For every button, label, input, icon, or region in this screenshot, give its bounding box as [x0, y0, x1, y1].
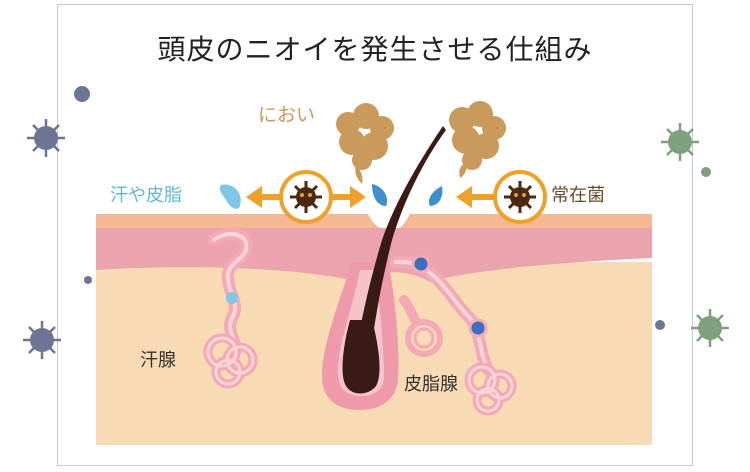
sweat-drop-icon — [428, 186, 443, 206]
virus-icon — [659, 121, 701, 163]
sweat-gland-coil — [203, 333, 258, 389]
bacteria-icon — [493, 170, 547, 224]
virus-icon — [701, 167, 711, 177]
dermis-layer — [96, 228, 652, 282]
sebaceous-gland-label: 皮脂腺 — [404, 374, 458, 395]
sebaceous-gland-dot — [411, 254, 431, 274]
virus-icon — [689, 307, 731, 349]
odor-cloud-icon — [336, 103, 394, 184]
virus-icon — [21, 319, 63, 361]
arrow-icon — [332, 186, 366, 208]
sebaceous-gland-dot — [468, 318, 488, 338]
virus-icon — [25, 117, 67, 159]
hair-shaft — [352, 126, 446, 380]
arrow-icon — [246, 186, 280, 208]
sebaceous-gland-coil — [464, 362, 517, 416]
virus-icon — [655, 320, 665, 330]
arrow-icon — [456, 186, 494, 208]
bacteria-icon — [279, 170, 333, 224]
epidermis-layer-left — [96, 214, 380, 228]
odor-cloud-icon — [449, 101, 506, 178]
sweat-gland-label: 汗腺 — [140, 350, 176, 371]
sebaceous-gland — [390, 254, 517, 416]
virus-icon — [74, 86, 90, 102]
virus-icon — [84, 276, 92, 284]
page-title: 頭皮のニオイを発生させる仕組み — [157, 33, 593, 66]
sweat-drop-icon — [372, 184, 388, 206]
sweat-drop-icon — [219, 184, 241, 209]
sweat-sebum-label: 汗や皮脂 — [110, 185, 182, 206]
odor-label: におい — [258, 104, 316, 126]
resident-bacteria-label: 常在菌 — [551, 185, 605, 206]
sweat-gland-dot — [226, 292, 238, 304]
sweat-gland — [203, 228, 258, 389]
